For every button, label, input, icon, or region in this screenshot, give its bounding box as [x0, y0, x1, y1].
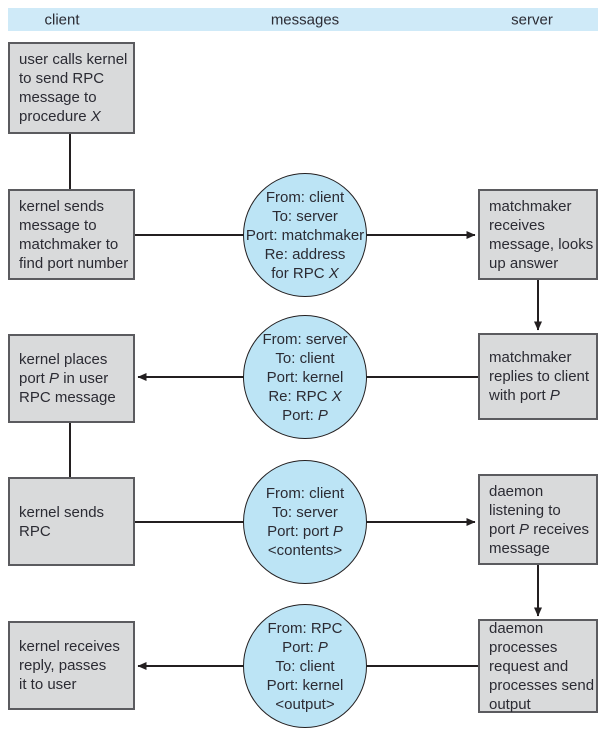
text-line: <contents>	[267, 542, 343, 559]
text-line: Re: RPC X	[268, 387, 342, 405]
text-line: matchmaker	[489, 349, 572, 366]
text-line: reply, passes	[19, 657, 107, 674]
text-line: From: RPC	[267, 619, 343, 637]
column-label-client: client	[44, 11, 80, 28]
text-line: replies to client	[489, 368, 590, 385]
text-line: To: client	[275, 657, 335, 675]
text-line: up answer	[489, 254, 559, 272]
column-header-bar: client messages server	[8, 8, 598, 31]
text-line: From: client	[265, 485, 345, 502]
column-label-server: server	[511, 11, 553, 28]
text-line: Port: kernel	[266, 368, 344, 386]
text-line: RPC	[19, 522, 51, 540]
text-line: Port: matchmaker	[245, 226, 365, 244]
text-line: <output>	[275, 695, 335, 713]
text-line: processes	[489, 638, 558, 656]
text-line: request and	[489, 657, 569, 675]
text-line: procedure X	[19, 108, 101, 125]
text-line: port P in user	[19, 370, 109, 387]
text-line: From: client	[265, 188, 345, 206]
text-line: matchmaker to	[19, 235, 119, 253]
text-line: Port: P	[282, 406, 328, 424]
text-line: To: server	[272, 207, 338, 225]
client-box-kernel-receives-reply: kernel receives reply, passes it to user	[8, 621, 135, 710]
text-line: To: client	[275, 349, 335, 367]
text-line: matchmaker	[489, 197, 572, 215]
client-box-user-calls-kernel: user calls kernel to send RPC message to pr…	[8, 42, 135, 134]
text-line: user calls kernel	[19, 51, 128, 68]
text-line: Port: P	[282, 638, 328, 656]
text-line: daemon	[489, 482, 544, 500]
text-line: RPC message	[19, 389, 116, 406]
text-line: kernel sends	[19, 503, 105, 521]
text-line: port P receives	[489, 520, 590, 538]
text-line: message	[489, 539, 550, 557]
text-line: listening to	[489, 501, 561, 519]
text-line: processes send	[489, 676, 595, 694]
text-line: daemon	[489, 619, 544, 637]
text-line: message to	[19, 89, 97, 106]
text-line: find port number	[19, 254, 129, 272]
text-line: Re: address	[264, 245, 346, 263]
text-line: Port: kernel	[266, 676, 344, 694]
text-line: with port P	[489, 387, 560, 404]
text-line: kernel sends	[19, 197, 105, 215]
text-line: message to	[19, 216, 97, 234]
text-line: it to user	[19, 676, 77, 693]
text-line: to send RPC	[19, 70, 105, 87]
server-box-matchmaker-replies: matchmaker replies to client with port P	[478, 333, 598, 420]
column-label-messages: messages	[270, 11, 340, 28]
text-line: kernel receives	[19, 638, 120, 655]
text-line: Port: port P	[267, 523, 343, 540]
text-line: kernel places	[19, 351, 108, 368]
text-line: output	[489, 695, 531, 713]
text-line: To: server	[272, 504, 338, 521]
text-line: for RPC X	[271, 264, 339, 282]
text-line: From: server	[262, 330, 348, 348]
text-line: message, looks	[489, 235, 594, 253]
text-line: receives	[489, 216, 545, 234]
